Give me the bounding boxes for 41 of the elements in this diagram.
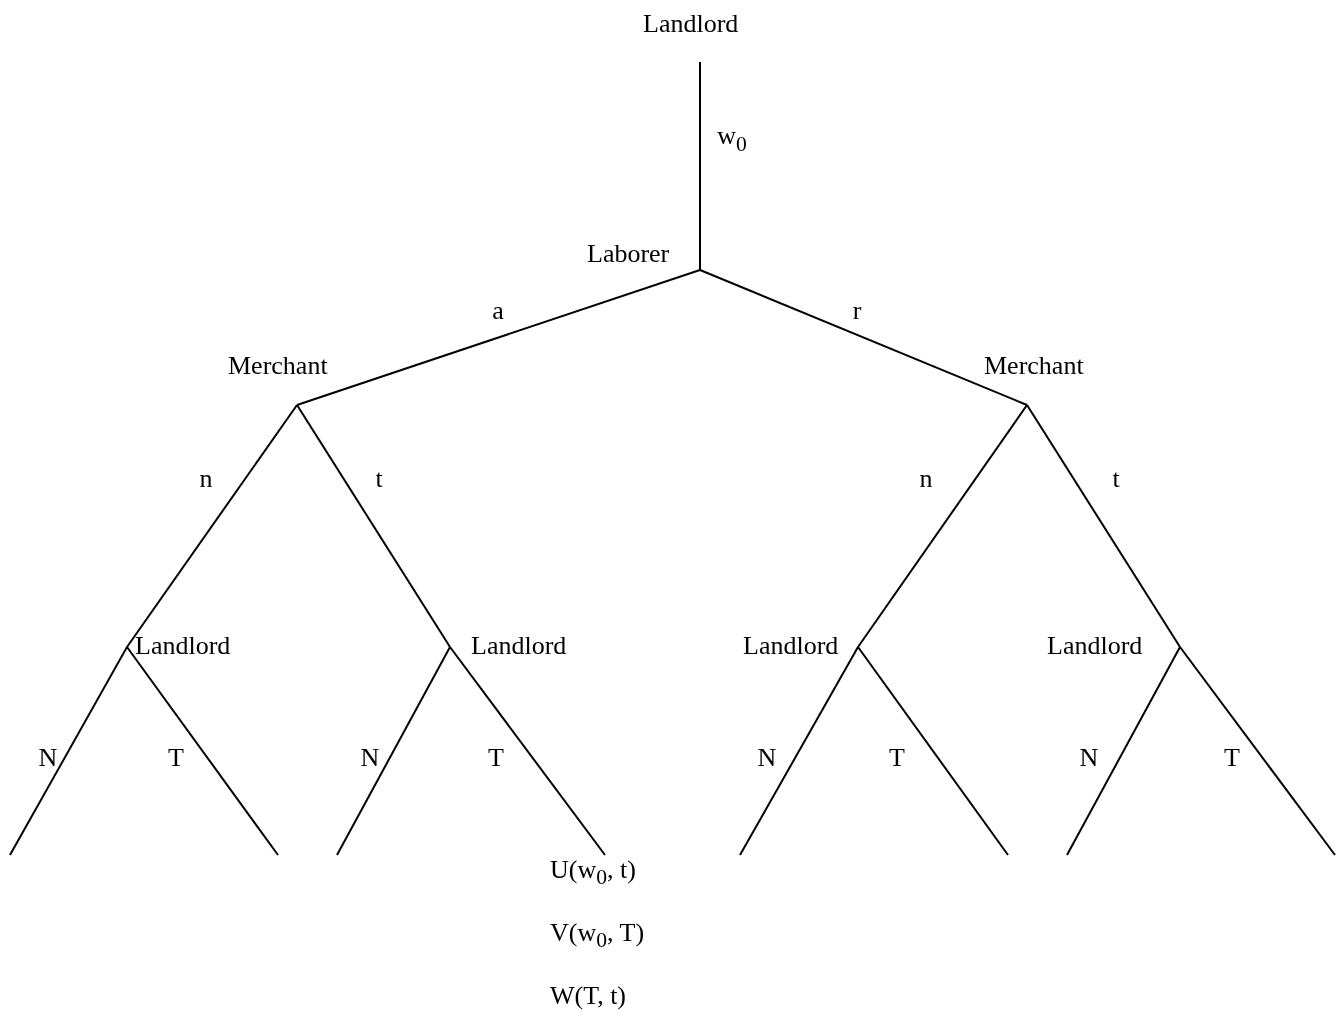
tree-branch [699, 61, 701, 271]
payoff-label: U(w$_{0}$, t) [550, 856, 636, 892]
edge-label: N [757, 744, 777, 772]
tree-branch [857, 646, 1009, 856]
edge-label: N [360, 744, 380, 772]
edge-label: T [1224, 744, 1240, 772]
edge-label: N [38, 744, 58, 772]
payoff-label: W(T, t) [550, 982, 627, 1010]
tree-branch [296, 404, 451, 648]
tree-branch [1179, 646, 1336, 856]
tree-branch [126, 404, 298, 648]
player-label: Laborer [587, 240, 670, 268]
tree-branch [1066, 646, 1181, 856]
tree-branch [449, 646, 606, 856]
edge-label: T [488, 744, 504, 772]
edge-label: N [1079, 744, 1099, 772]
tree-branch [857, 404, 1028, 648]
edge-label: a [492, 297, 504, 325]
edge-label: t [375, 465, 383, 493]
tree-branch [699, 269, 1028, 406]
player-label: Landlord [643, 10, 739, 38]
tree-branch [1026, 404, 1181, 648]
tree-branch [126, 646, 279, 856]
player-label: Merchant [984, 352, 1084, 380]
edge-label: n [199, 465, 213, 493]
player-label: Landlord [743, 632, 839, 660]
edge-label: t [1112, 465, 1120, 493]
edge-label: T [168, 744, 184, 772]
player-label: Landlord [135, 632, 231, 660]
player-label: Landlord [471, 632, 567, 660]
edge-label: n [919, 465, 933, 493]
edge-label: T [889, 744, 905, 772]
player-label: Merchant [228, 352, 328, 380]
tree-branch [739, 646, 859, 856]
tree-branch [336, 646, 451, 856]
edge-label: w$_{0}$ [717, 122, 747, 158]
tree-branch [9, 646, 128, 856]
edge-label: r [852, 297, 862, 325]
player-label: Landlord [1047, 632, 1143, 660]
tree-branch [296, 269, 701, 406]
payoff-label: V(w$_{0}$, T) [550, 919, 645, 955]
